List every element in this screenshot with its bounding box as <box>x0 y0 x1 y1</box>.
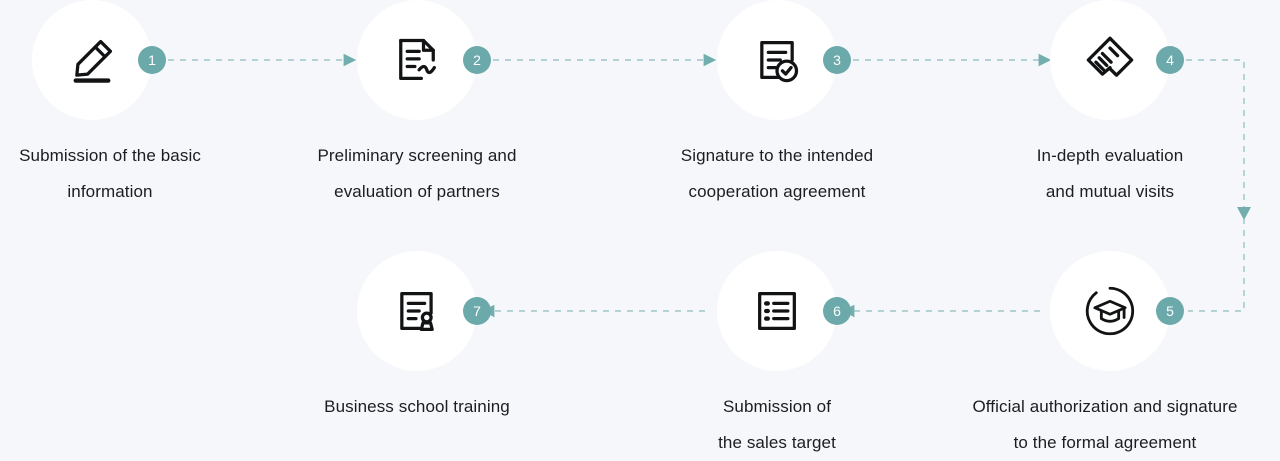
document-signature-icon <box>391 34 443 86</box>
step-5-disc <box>1050 251 1170 371</box>
step-4-badge: 4 <box>1156 46 1184 74</box>
step-1-disc <box>32 0 152 120</box>
document-stamp-icon <box>391 285 443 337</box>
step-1-label: Submission of the basic information <box>19 146 201 201</box>
graduation-cap-circle-icon <box>1084 285 1136 337</box>
step-5-badge: 5 <box>1156 297 1184 325</box>
step-5-label: Official authorization and signature to … <box>972 397 1238 452</box>
handshake-icon <box>1084 34 1136 86</box>
step-2-disc <box>357 0 477 120</box>
step-7-badge: 7 <box>463 297 491 325</box>
step-2-label: Preliminary screening and evaluation of … <box>317 146 517 201</box>
step-7-disc <box>357 251 477 371</box>
step-4-disc <box>1050 0 1170 120</box>
step-3-badge: 3 <box>823 46 851 74</box>
step-6-label: Submission of the sales target <box>718 397 836 452</box>
step-3-disc <box>717 0 837 120</box>
connector-4-to-5 <box>1186 59 1251 312</box>
checklist-square-icon <box>751 285 803 337</box>
step-7-label: Business school training <box>324 397 510 416</box>
step-6-badge: 6 <box>823 297 851 325</box>
step-4-label: In-depth evaluation and mutual visits <box>1036 146 1184 201</box>
document-check-icon <box>751 34 803 86</box>
step-3-label: Signature to the intended cooperation ag… <box>680 146 874 201</box>
step-1-badge: 1 <box>138 46 166 74</box>
pencil-edit-icon <box>66 34 118 86</box>
step-6-disc <box>717 251 837 371</box>
step-2-badge: 2 <box>463 46 491 74</box>
